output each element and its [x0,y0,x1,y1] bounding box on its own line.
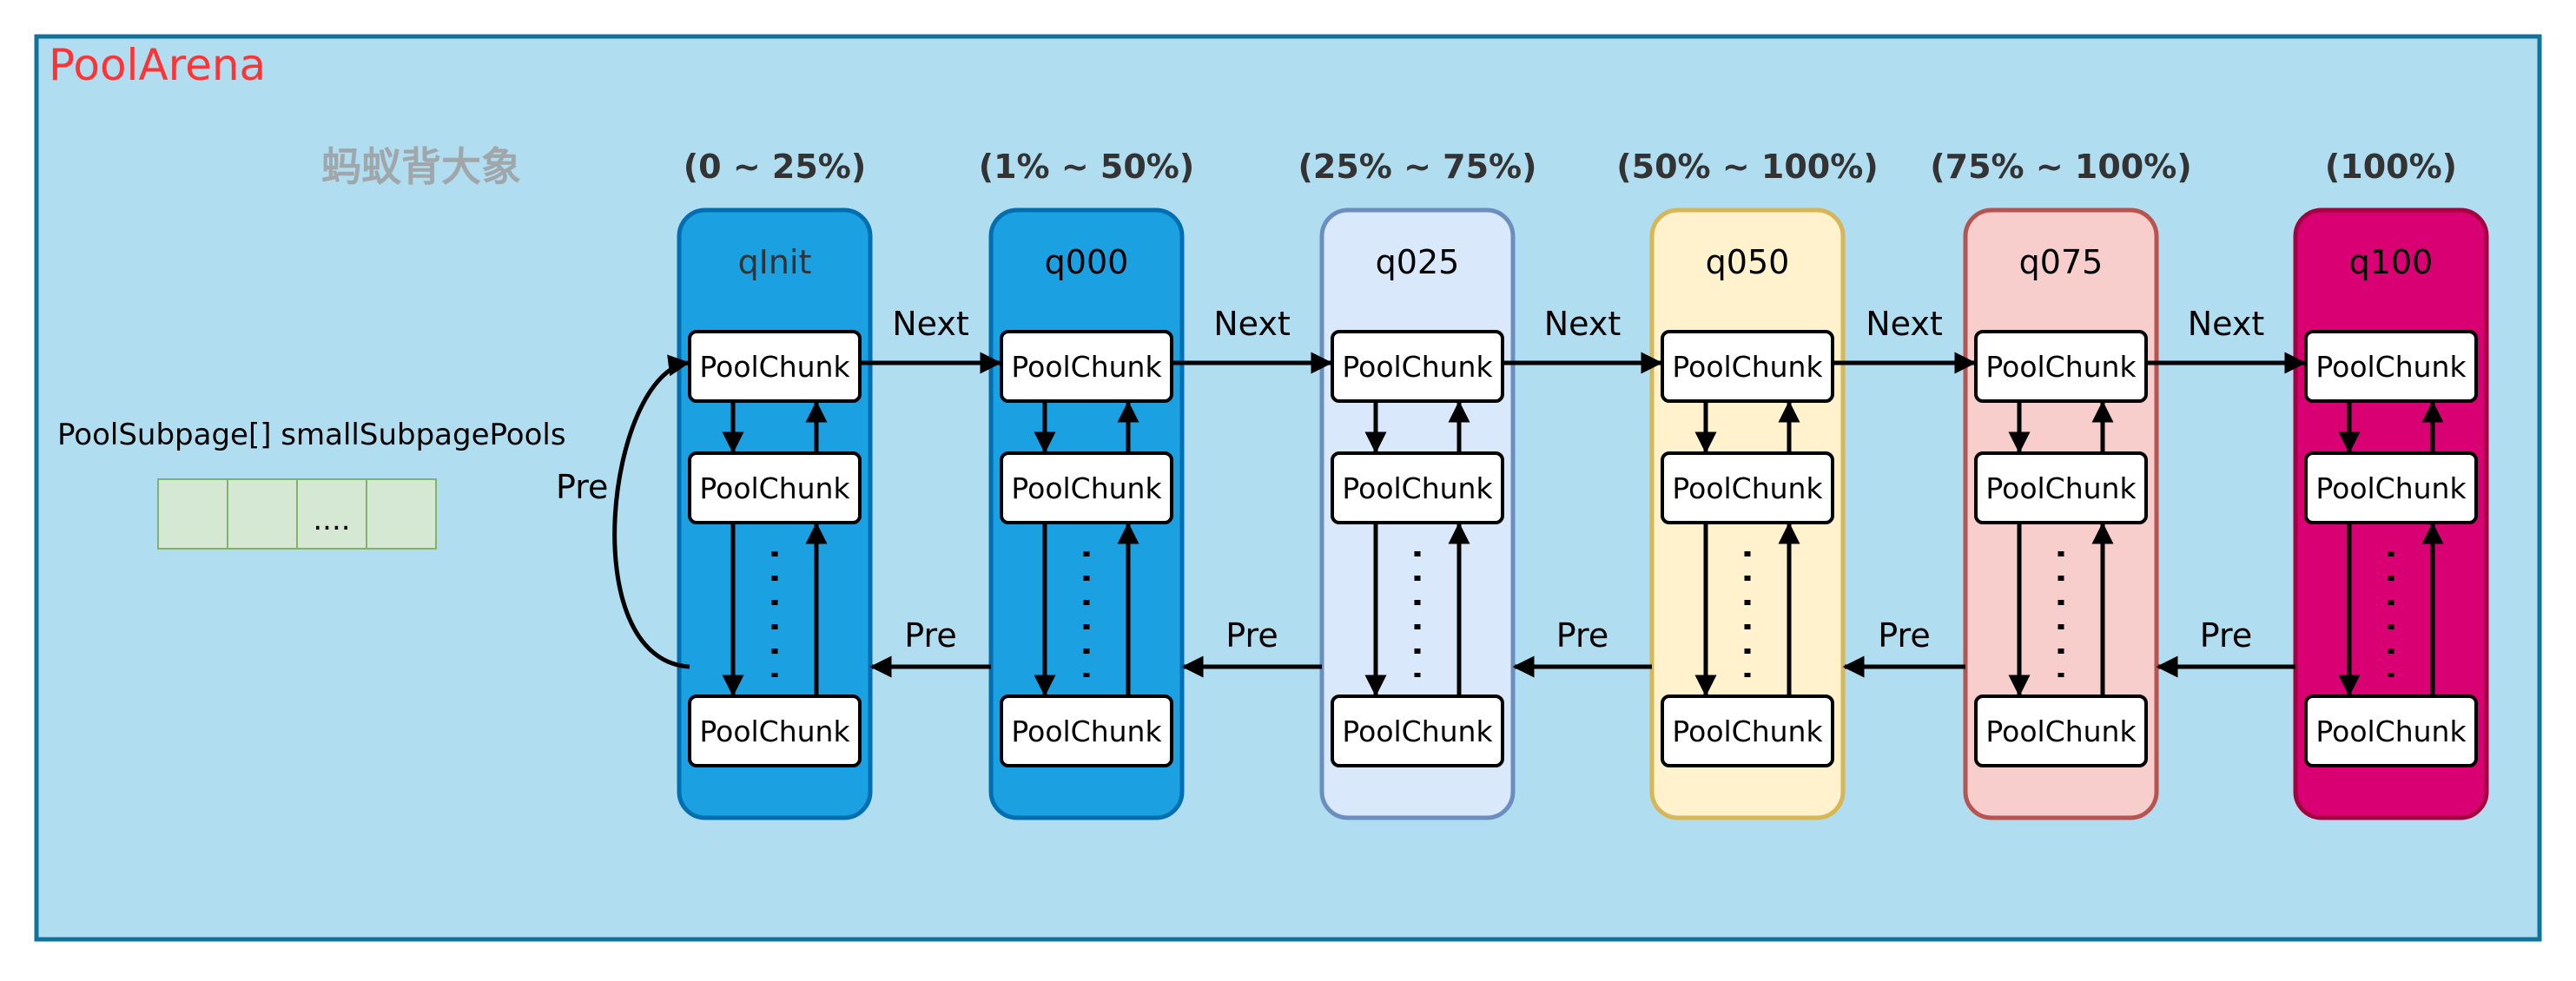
pool-chunk-label: PoolChunk [1342,714,1493,748]
pool-chunk-label: PoolChunk [1011,350,1162,384]
subpage-pool-cell [157,478,228,550]
pool-chunk-box [1331,695,1504,767]
queue-name: q100 [2349,243,2434,281]
pool-chunk-label: PoolChunk [1672,714,1823,748]
pool-chunk-label: PoolChunk [2315,350,2467,384]
queue-q075: (75% ~ 100%)q075PoolChunkPoolChunkPoolCh… [1930,148,2192,820]
pool-arena-title: PoolArena [49,40,266,90]
subpage-pool-group: PoolSubpage[] smallSubpagePools .... [57,418,566,550]
subpage-pool-cell [366,478,437,550]
pool-chunk-box [688,451,862,524]
pool-chunk-label: PoolChunk [1985,350,2137,384]
pool-chunk-label: PoolChunk [1672,350,1823,384]
queue-q000: (1% ~ 50%)q000PoolChunkPoolChunkPoolChun… [979,148,1195,820]
pool-chunk-label: PoolChunk [1342,471,1493,505]
queue-next-label: Next [1544,305,1622,343]
queue-name: q000 [1045,243,1129,281]
queue-q025: (25% ~ 75%)q025PoolChunkPoolChunkPoolChu… [1298,148,1537,820]
pool-chunk-label: PoolChunk [699,471,850,505]
pool-chunk-label: PoolChunk [1672,471,1823,505]
pool-chunk-box [1000,451,1173,524]
queue-prev-label: Pre [1225,616,1278,655]
pool-chunk-label: PoolChunk [1011,714,1162,748]
queue-name: q025 [1376,243,1460,281]
queue-q050: (50% ~ 100%)q050PoolChunkPoolChunkPoolCh… [1616,148,1879,820]
pool-chunk-label: PoolChunk [1011,471,1162,505]
queue-prev-label: Pre [2200,616,2252,655]
qinit-loop-label: Pre [556,468,608,506]
pool-chunk-label: PoolChunk [2315,471,2467,505]
queue-usage-range: (75% ~ 100%) [1930,148,2191,186]
queue-name: qInit [738,243,812,281]
queue-next-label: Next [2188,305,2265,343]
pool-chunk-box [1974,695,2148,767]
queue-next-label: Next [1866,305,1943,343]
pool-chunk-label: PoolChunk [1985,471,2137,505]
watermark-text: 蚂蚁背大象 [321,143,521,190]
pool-chunk-box [1661,451,1834,524]
pool-chunk-label: PoolChunk [699,350,850,384]
queue-usage-range: (50% ~ 100%) [1616,148,1878,186]
chunk-list-queues: (0 ~ 25%)qInitPoolChunkPoolChunkPoolChun… [677,148,2489,820]
queue-qInit: (0 ~ 25%)qInitPoolChunkPoolChunkPoolChun… [677,148,873,820]
queue-name: q075 [2019,243,2104,281]
subpage-pool-cell-label: .... [313,503,350,537]
subpage-pool-array: .... [157,478,437,550]
pool-chunk-label: PoolChunk [1985,714,2137,748]
qinit-self-loop-arrow [612,354,690,669]
pool-chunk-box [1000,695,1173,767]
pool-chunk-box [1974,451,2148,524]
subpage-pool-cell [227,478,298,550]
pool-chunk-label: PoolChunk [2315,714,2467,748]
pool-chunk-box [2304,451,2478,524]
pool-chunk-label: PoolChunk [1342,350,1493,384]
subpage-pool-cell [296,478,367,550]
queue-next-label: Next [1213,305,1291,343]
subpage-pool-label: PoolSubpage[] smallSubpagePools [57,418,566,452]
pool-chunk-box [1661,695,1834,767]
queue-next-label: Next [892,305,969,343]
pool-chunk-box [688,695,862,767]
queue-prev-label: Pre [1556,616,1608,655]
pool-chunk-label: PoolChunk [699,714,850,748]
queue-name: q050 [1706,243,1790,281]
queue-usage-range: (100%) [2325,148,2457,186]
queue-usage-range: (1% ~ 50%) [979,148,1195,186]
queue-usage-range: (0 ~ 25%) [684,148,866,186]
pool-chunk-box [2304,695,2478,767]
queue-usage-range: (25% ~ 75%) [1298,148,1537,186]
pool-chunk-box [1331,451,1504,524]
queue-prev-label: Pre [904,616,956,655]
queue-prev-label: Pre [1878,616,1930,655]
